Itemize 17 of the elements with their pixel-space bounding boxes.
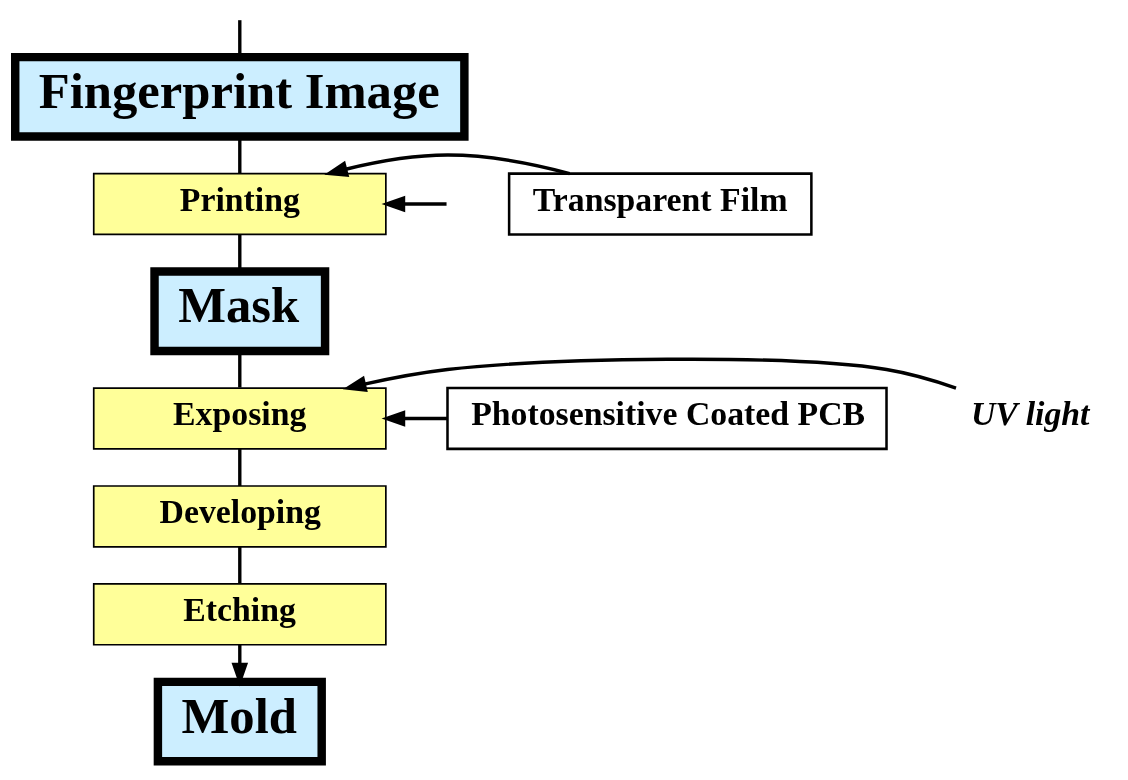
- arrow: [342, 357, 957, 392]
- node-box: Developing: [92, 485, 387, 548]
- node-box: Photosensitive Coated PCB: [446, 386, 888, 451]
- node-box: Mask: [150, 267, 330, 356]
- node-box: Transparent Film: [507, 172, 813, 236]
- arrow: [381, 195, 447, 213]
- node-text: UV light: [970, 395, 1090, 433]
- arrow: [324, 153, 571, 177]
- node-box: Etching: [92, 583, 387, 646]
- arrow: [381, 410, 448, 427]
- node-box: Fingerprint Image: [11, 52, 469, 141]
- arrow: [231, 644, 249, 687]
- node-box: Printing: [92, 172, 387, 236]
- node-box: Mold: [153, 677, 326, 766]
- connector: [238, 449, 242, 486]
- connector: [238, 547, 242, 584]
- node-box: Exposing: [92, 387, 387, 450]
